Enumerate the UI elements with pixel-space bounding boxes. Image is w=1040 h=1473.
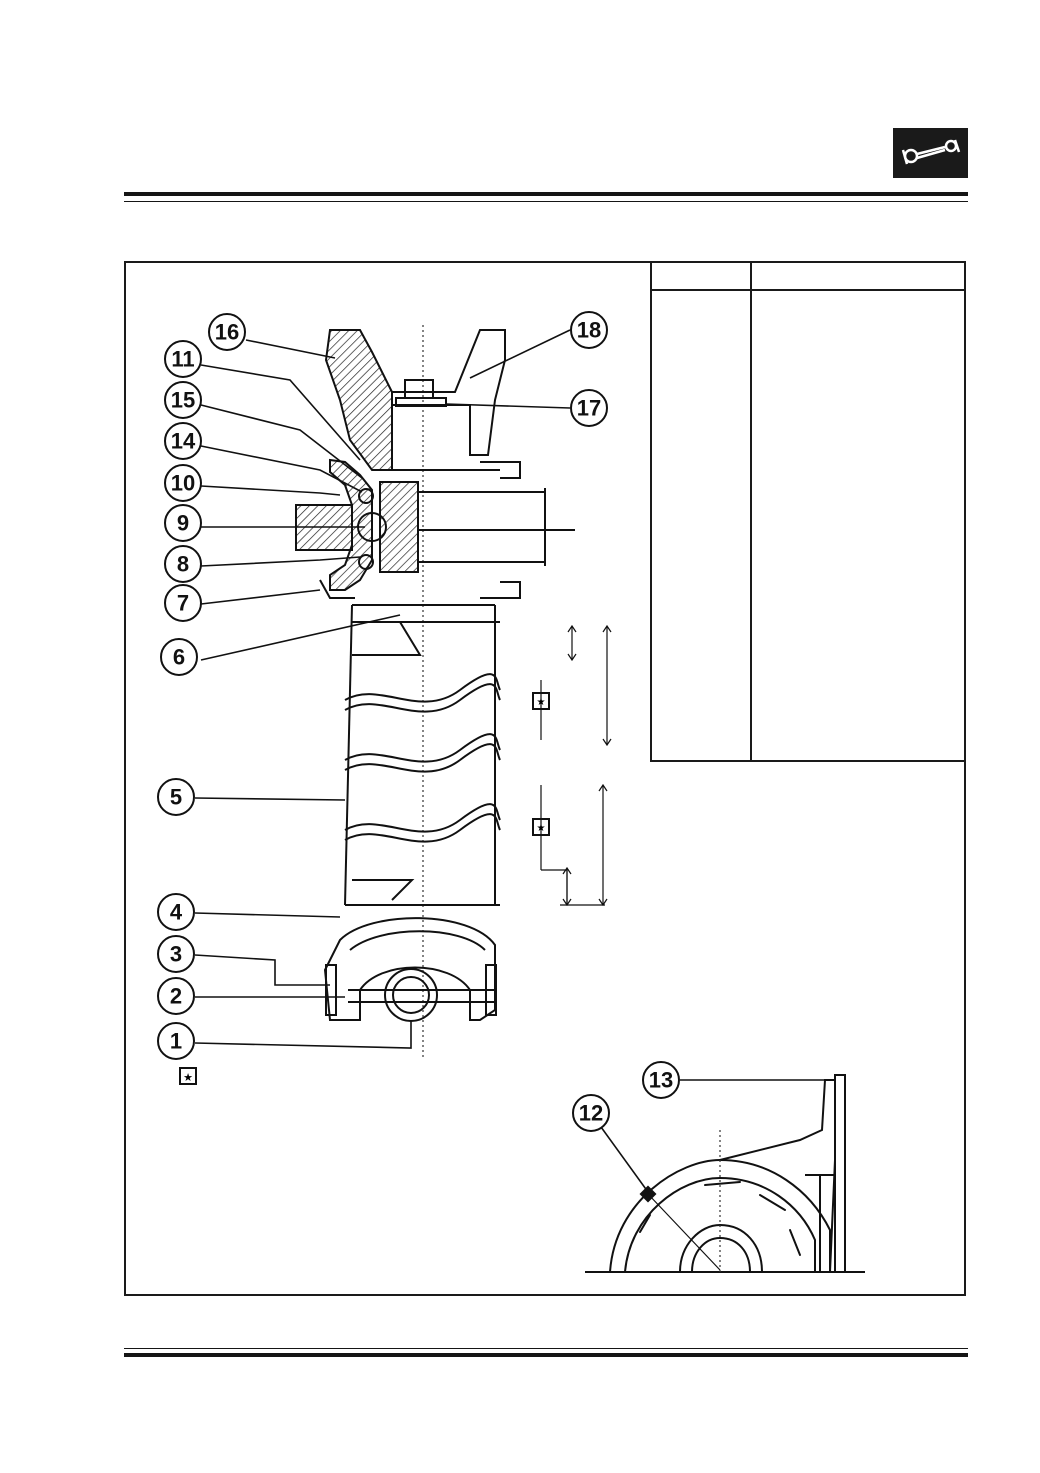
svg-text:9: 9	[177, 511, 189, 536]
svg-text:4: 4	[170, 900, 183, 925]
callout-4: 4	[157, 893, 195, 931]
dimension-markers: ★ ★	[532, 624, 612, 907]
svg-text:17: 17	[577, 396, 601, 421]
centre-bearing-assembly	[295, 458, 575, 599]
svg-text:6: 6	[173, 645, 185, 670]
callout-12: 12	[572, 1094, 610, 1132]
legend-star-box	[179, 1067, 197, 1085]
footer-rule-thin	[124, 1348, 968, 1349]
yoke-nut	[395, 379, 447, 407]
callout-10: 10	[164, 464, 202, 502]
callout-1: 1	[157, 1022, 195, 1060]
propeller-shaft-icon	[893, 128, 968, 178]
svg-text:8: 8	[177, 552, 189, 577]
svg-text:3: 3	[170, 942, 182, 967]
leader-lines	[194, 329, 825, 1193]
callout-13: 13	[642, 1061, 680, 1099]
callout-5: 5	[157, 778, 195, 816]
svg-text:14: 14	[171, 429, 196, 454]
callout-9: 9	[164, 504, 202, 542]
callout-2: 2	[157, 977, 195, 1015]
spec-table-left-border	[650, 262, 652, 762]
svg-text:7: 7	[177, 591, 189, 616]
footer-rule-thick	[124, 1353, 968, 1357]
diagram-frame	[124, 261, 966, 1296]
svg-text:16: 16	[215, 320, 239, 345]
callout-6: 6	[160, 638, 198, 676]
svg-text:13: 13	[649, 1068, 673, 1093]
svg-text:11: 11	[171, 347, 194, 372]
svg-text:10: 10	[171, 471, 195, 496]
callout-14: 14	[164, 422, 202, 460]
spec-table-column-divider	[750, 262, 752, 762]
callout-18: 18	[570, 311, 608, 349]
callout-16: 16	[208, 313, 246, 351]
shaft-tube	[344, 604, 501, 906]
star-marker-lower-symbol: ★	[537, 823, 546, 834]
spec-table-header-line	[650, 289, 966, 291]
callout-3: 3	[157, 935, 195, 973]
svg-text:12: 12	[579, 1101, 603, 1126]
star-marker-lower	[532, 818, 550, 836]
callout-8: 8	[164, 545, 202, 583]
star-marker-upper-symbol: ★	[537, 697, 546, 708]
inset-bearing-mount	[585, 1074, 865, 1273]
callout-11: 11	[164, 340, 202, 378]
flange-yoke	[324, 329, 506, 471]
header-rule-thin	[124, 201, 968, 202]
callout-15: 15	[164, 381, 202, 419]
header-rule-thick	[124, 192, 968, 196]
callout-7: 7	[164, 584, 202, 622]
svg-text:2: 2	[170, 984, 182, 1009]
legend-star-symbol: ★	[183, 1071, 193, 1084]
star-marker-upper	[532, 692, 550, 710]
svg-text:5: 5	[170, 785, 182, 810]
callout-17: 17	[570, 389, 608, 427]
svg-text:18: 18	[577, 318, 601, 343]
universal-joint	[323, 917, 497, 1022]
svg-text:1: 1	[170, 1029, 182, 1054]
spec-table-bottom-border	[650, 760, 966, 762]
svg-text:15: 15	[171, 388, 195, 413]
